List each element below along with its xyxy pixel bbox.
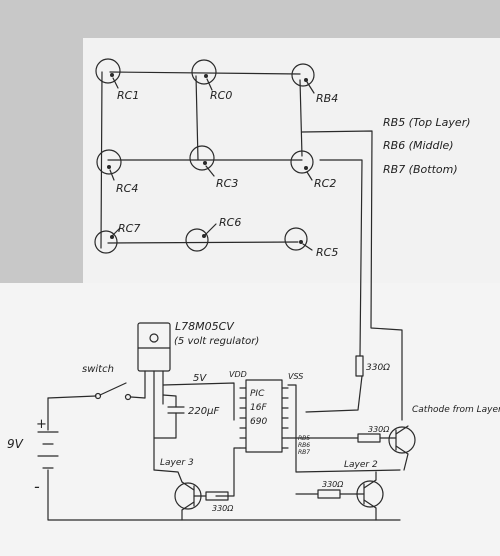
- matrix-column-wire: [100, 71, 103, 249]
- pic-body: [245, 379, 283, 453]
- matrix-column-wire: [195, 75, 199, 161]
- led-anode-dot: [204, 74, 208, 78]
- regulator-tab-hole: [149, 333, 159, 343]
- layer1-feed-wire: [301, 130, 403, 421]
- layer-pin-notes: RB5 (Top Layer) RB6 (Middle) RB7 (Bottom…: [383, 116, 471, 176]
- led-anode-dot: [203, 161, 207, 165]
- resistor-label: 330Ω: [212, 504, 234, 513]
- led-label: RC4: [116, 182, 138, 195]
- led-rc6: [185, 228, 209, 252]
- led-label: RC2: [314, 177, 336, 190]
- led-label: RC7: [118, 222, 140, 235]
- resistor-body: [355, 355, 364, 377]
- led-anode-dot: [299, 240, 303, 244]
- capacitor-label: 220µF: [188, 406, 219, 417]
- pic-name-line: 690: [250, 417, 267, 427]
- led-label: RB4: [316, 92, 338, 105]
- pic-pin-label: RB7: [298, 449, 310, 456]
- led-rc7: [94, 230, 118, 254]
- resistor-top-feed: 330Ω: [355, 355, 390, 377]
- battery-label: 9V: [7, 437, 24, 451]
- pic-vss-label: VSS: [288, 372, 303, 381]
- matrix-row-wire: [107, 241, 299, 244]
- transistor-label: Cathode from Layer 1: [412, 405, 500, 415]
- pic-name-line: PIC: [250, 389, 265, 399]
- transistor-label: Layer 2: [344, 460, 378, 470]
- resistor-label: 330Ω: [368, 425, 390, 434]
- regulator-body: [137, 322, 171, 372]
- led-anode-dot: [110, 235, 114, 239]
- layer-note-top: RB5 (Top Layer): [383, 116, 471, 129]
- pic-microcontroller: PIC 16F 690 VDD VSS RB5 RB6 RB7: [229, 370, 401, 473]
- led-label: RC1: [117, 89, 139, 102]
- resistor-body: [317, 489, 341, 499]
- switch-lever: [99, 382, 127, 396]
- regulator-name: L78M05CV: [175, 320, 235, 333]
- transistor-layer1: Cathode from Layer 1: [388, 405, 500, 471]
- battery-plus: +: [36, 417, 47, 432]
- led-rb4: [291, 63, 315, 87]
- led-label: RC0: [210, 89, 232, 102]
- led-label: RC6: [219, 216, 241, 229]
- paper-sheet-circuit: [0, 283, 500, 556]
- pic-pin-label: RB6: [298, 442, 310, 449]
- capacitor: 220µF: [153, 384, 219, 439]
- layer-note-middle: RB6 (Middle): [383, 139, 454, 152]
- power-input: switch + - 9V: [7, 364, 401, 521]
- pic-vdd-label: VDD: [229, 370, 247, 379]
- resistor-body: [357, 433, 381, 443]
- led-rc4: [96, 149, 122, 175]
- led-rc2: [290, 150, 314, 174]
- pic-name-line: 16F: [250, 403, 267, 413]
- led-anode-dot: [107, 165, 111, 169]
- led-matrix: RC1 RC0 RB4 RC4 RC3 RC2 RC7 RC6 RC5: [94, 58, 338, 259]
- transistor-body: [388, 426, 416, 454]
- led-rc1: [95, 58, 121, 84]
- transistor-layer3: Layer 3: [153, 458, 207, 521]
- battery-minus: -: [34, 477, 40, 496]
- switch-lead: [47, 395, 97, 399]
- switch-label: switch: [82, 364, 114, 375]
- voltage-regulator: L78M05CV (5 volt regulator) 5V: [137, 320, 259, 471]
- led-anode-dot: [304, 166, 308, 170]
- resistor-to-pic-wire: [305, 375, 363, 413]
- led-label: RC3: [216, 177, 238, 190]
- matrix-row-wire: [109, 71, 301, 75]
- transistor-label: Layer 3: [160, 458, 194, 468]
- resistor-layer3: 330Ω: [205, 447, 241, 513]
- led-anode-dot: [110, 73, 114, 77]
- supply-5v-label: 5V: [193, 373, 207, 384]
- led-rc3: [189, 145, 215, 171]
- ground-rail: [47, 469, 401, 521]
- matrix-column-wire: [299, 79, 303, 157]
- matrix-feed-wire: [319, 159, 363, 357]
- resistor-layer2: 330Ω: [295, 480, 357, 499]
- led-anode-dot: [304, 78, 308, 82]
- resistor-layer1: 330Ω: [287, 425, 393, 443]
- led-rc5: [284, 227, 308, 251]
- led-rc0: [191, 59, 217, 85]
- resistor-label: 330Ω: [322, 480, 344, 489]
- layer-note-bottom: RB7 (Bottom): [383, 163, 458, 176]
- resistor-label: 330Ω: [366, 363, 390, 373]
- transistor-layer2: Layer 2: [344, 460, 384, 521]
- led-label: RC5: [316, 246, 338, 259]
- regulator-note: (5 volt regulator): [174, 336, 259, 347]
